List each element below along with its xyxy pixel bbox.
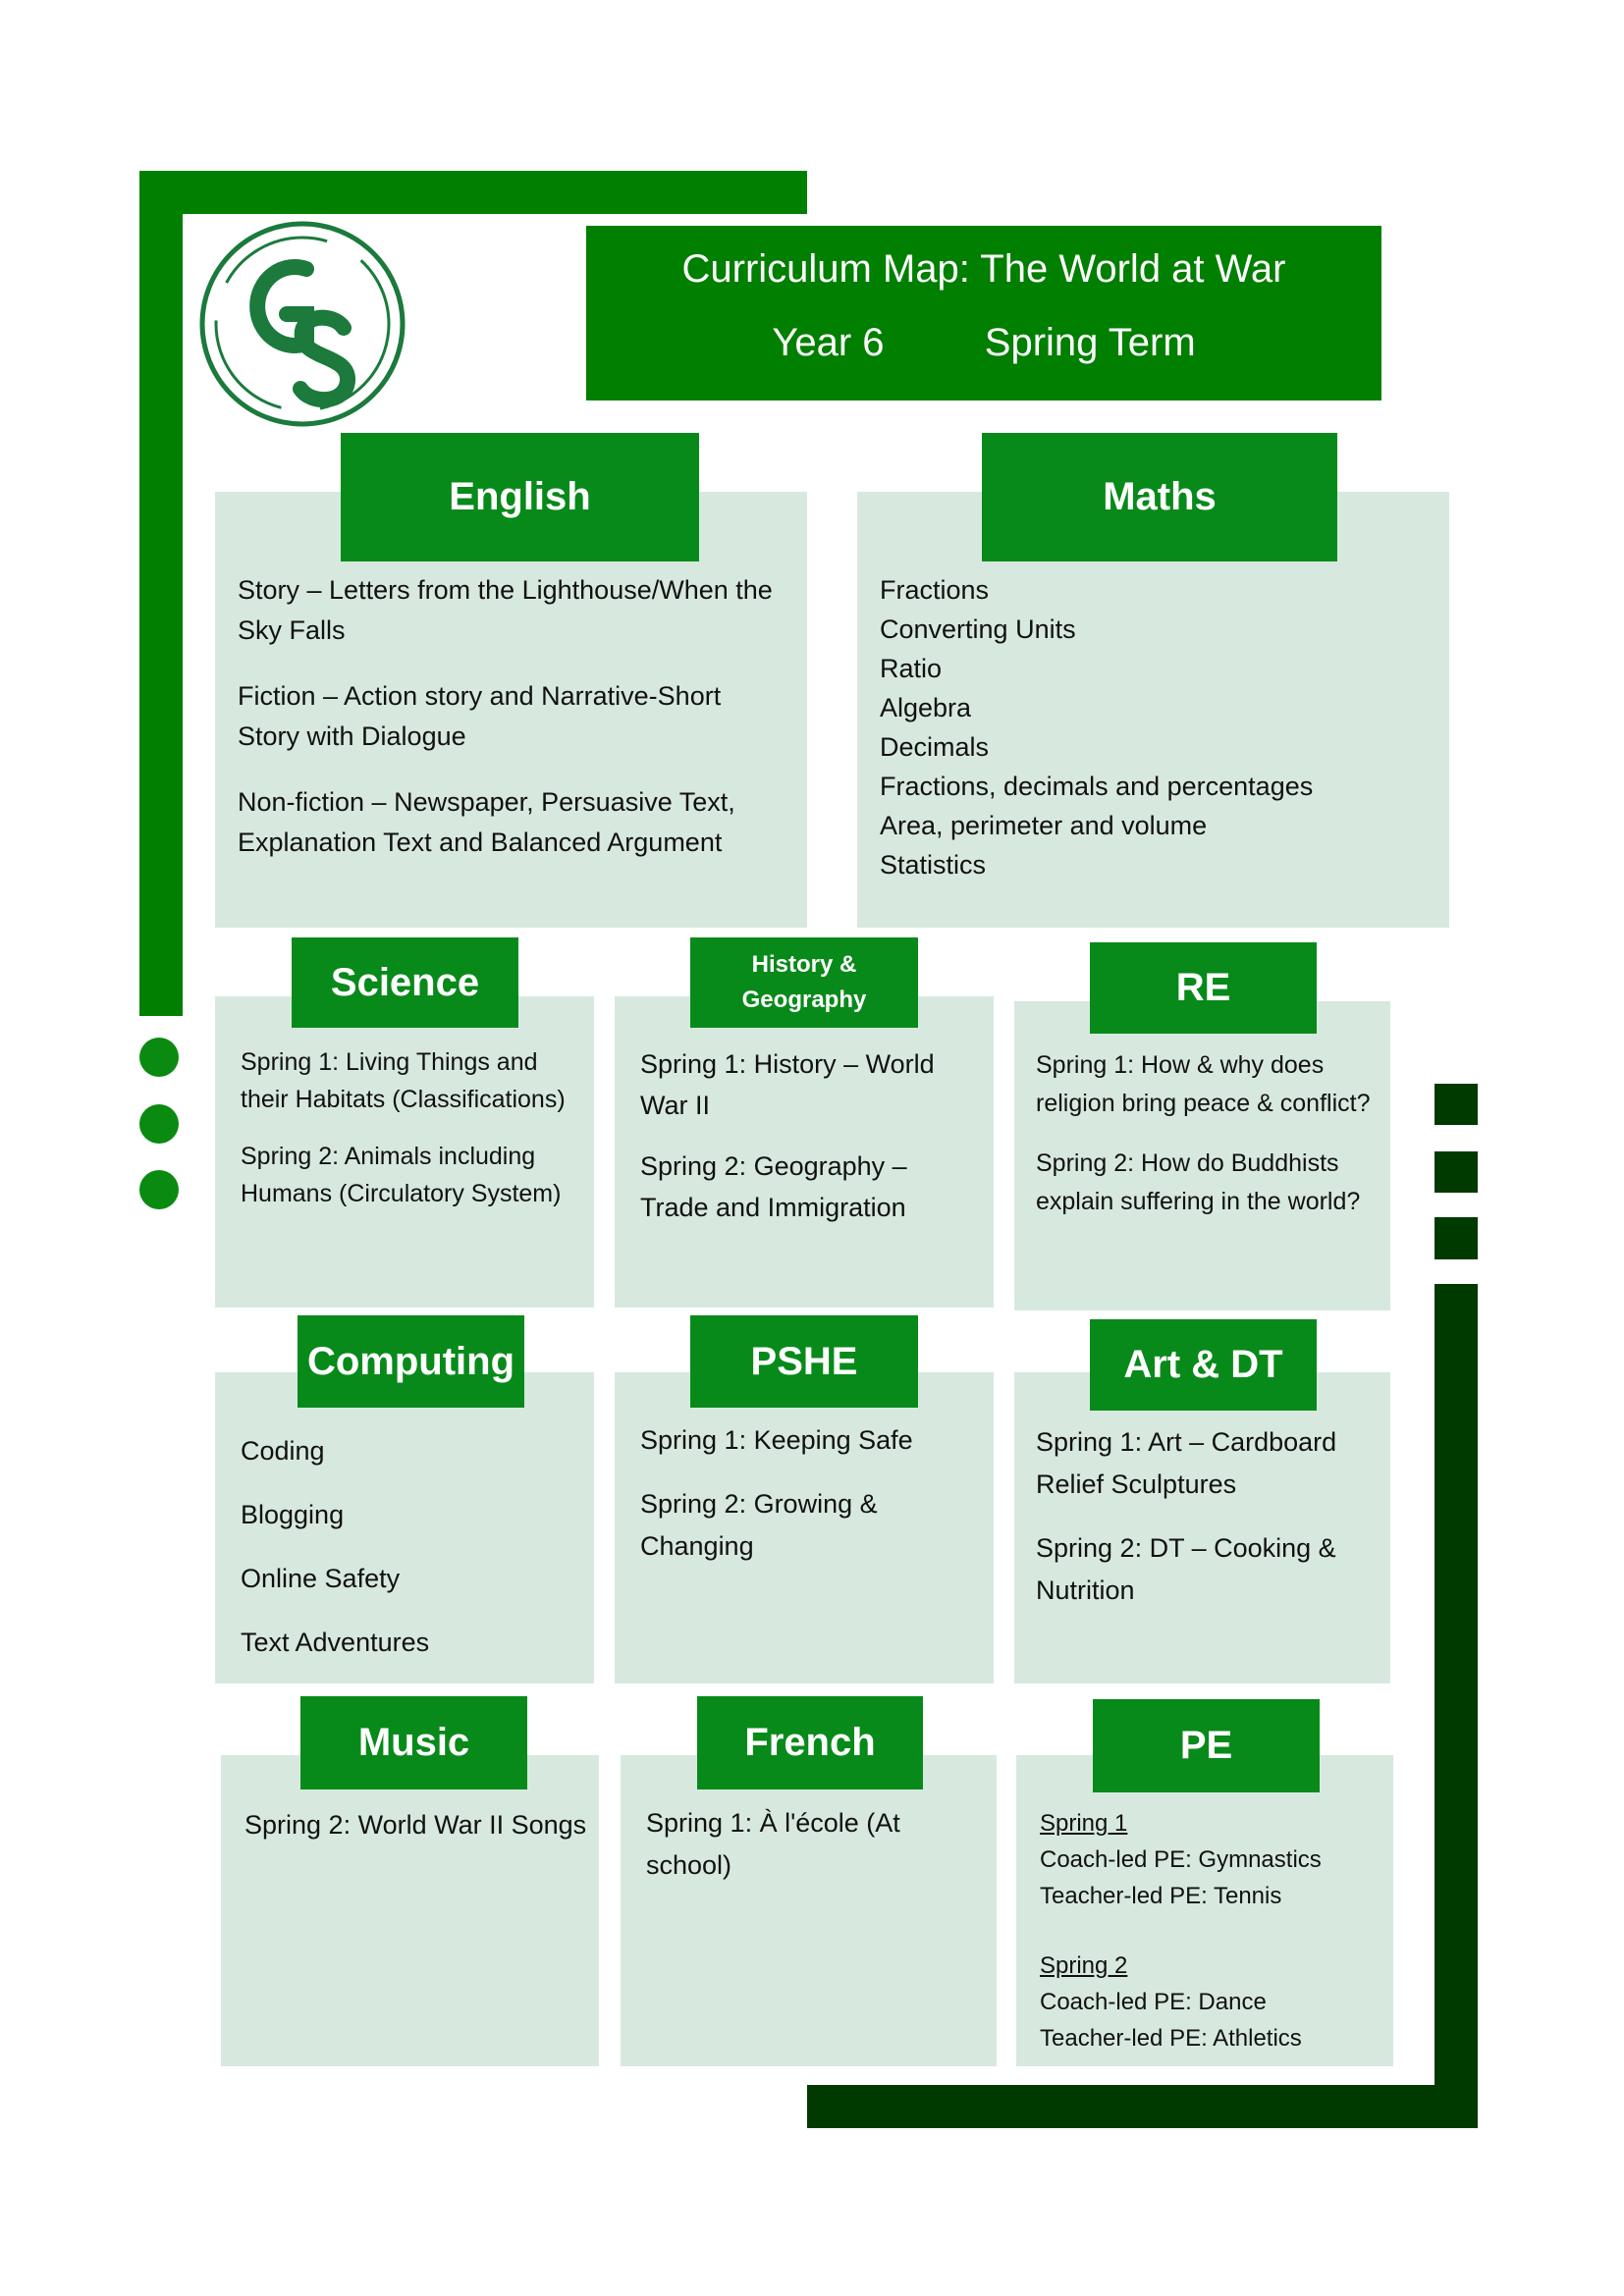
- frame-bottom-bar: [807, 2085, 1478, 2128]
- frame-left-bar: [139, 171, 183, 1016]
- music-item: Spring 2: World War II Songs: [244, 1810, 587, 1840]
- maths-item: Area, perimeter and volume: [880, 811, 1208, 840]
- french-panel: Spring 1: À l'école (At school): [621, 1755, 997, 2066]
- decor-dot: [139, 1170, 179, 1209]
- decor-dot: [139, 1038, 179, 1077]
- decor-dot: [139, 1104, 179, 1144]
- english-item: Story – Letters from the Lighthouse/When…: [238, 575, 773, 645]
- english-panel: Story – Letters from the Lighthouse/When…: [215, 492, 807, 928]
- computing-heading: Computing: [298, 1315, 524, 1408]
- pe-spring2-label: Spring 2: [1040, 1952, 1128, 1979]
- frame-top-bar: [139, 171, 807, 214]
- maths-heading: Maths: [982, 433, 1337, 561]
- pe-panel: Spring 1 Coach-led PE: Gymnastics Teache…: [1016, 1755, 1393, 2066]
- pshe-item: Spring 2: Growing & Changing: [640, 1489, 878, 1561]
- history-item: Spring 1: History – World War II: [640, 1049, 935, 1120]
- re-heading: RE: [1090, 942, 1317, 1034]
- maths-item: Decimals: [880, 732, 990, 762]
- pe-spring1-label: Spring 1: [1040, 1810, 1128, 1837]
- art-item: Spring 1: Art – Cardboard Relief Sculptu…: [1036, 1427, 1337, 1499]
- frame-right-bar: [1435, 1284, 1478, 2128]
- maths-item: Statistics: [880, 850, 987, 880]
- pshe-heading: PSHE: [690, 1315, 918, 1408]
- science-panel: Spring 1: Living Things and their Habita…: [215, 996, 594, 1308]
- maths-item: Converting Units: [880, 614, 1076, 644]
- maths-item: Algebra: [880, 693, 972, 722]
- decor-square: [1435, 1084, 1478, 1125]
- term-label: Spring Term: [984, 321, 1196, 364]
- art-dt-panel: Spring 1: Art – Cardboard Relief Sculptu…: [1014, 1372, 1390, 1683]
- pe-item: Coach-led PE: Gymnastics: [1040, 1846, 1322, 1873]
- maths-item: Fractions, decimals and percentages: [880, 772, 1314, 801]
- re-item: Spring 2: How do Buddhists explain suffe…: [1036, 1149, 1361, 1215]
- history-geography-panel: Spring 1: History – World War II Spring …: [615, 996, 994, 1308]
- science-heading: Science: [292, 937, 518, 1028]
- pe-item: Teacher-led PE: Tennis: [1040, 1883, 1282, 1909]
- computing-item: Coding: [241, 1436, 325, 1466]
- re-panel: Spring 1: How & why does religion bring …: [1014, 1001, 1390, 1310]
- pe-heading: PE: [1093, 1699, 1320, 1792]
- school-logo: [196, 218, 408, 430]
- art-dt-heading: Art & DT: [1090, 1319, 1317, 1411]
- geography-item: Spring 2: Geography – Trade and Immigrat…: [640, 1151, 907, 1222]
- page-title-banner: Curriculum Map: The World at War Year 6 …: [586, 226, 1381, 400]
- maths-panel: Fractions Converting Units Ratio Algebra…: [857, 492, 1449, 928]
- music-heading: Music: [300, 1696, 527, 1789]
- decor-square: [1435, 1217, 1478, 1259]
- computing-item: Online Safety: [241, 1564, 401, 1593]
- maths-item: Fractions: [880, 575, 990, 605]
- english-item: Fiction – Action story and Narrative-Sho…: [238, 681, 722, 751]
- pe-item: Coach-led PE: Dance: [1040, 1989, 1267, 2015]
- year-label: Year 6: [772, 321, 885, 364]
- science-item: Spring 1: Living Things and their Habita…: [241, 1048, 566, 1113]
- computing-item: Blogging: [241, 1500, 345, 1529]
- music-panel: Spring 2: World War II Songs: [221, 1755, 599, 2066]
- science-item: Spring 2: Animals including Humans (Circ…: [241, 1143, 562, 1207]
- pe-item: Teacher-led PE: Athletics: [1040, 2025, 1302, 2052]
- decor-square: [1435, 1151, 1478, 1193]
- pshe-panel: Spring 1: Keeping Safe Spring 2: Growing…: [615, 1372, 994, 1683]
- re-item: Spring 1: How & why does religion bring …: [1036, 1051, 1371, 1117]
- maths-item: Ratio: [880, 654, 943, 683]
- french-item: Spring 1: À l'école (At school): [646, 1808, 900, 1880]
- history-geography-heading: History & Geography: [690, 937, 918, 1028]
- pshe-item: Spring 1: Keeping Safe: [640, 1425, 913, 1455]
- english-heading: English: [341, 433, 699, 561]
- dt-item: Spring 2: DT – Cooking & Nutrition: [1036, 1533, 1336, 1605]
- computing-panel: Coding Blogging Online Safety Text Adven…: [215, 1372, 594, 1683]
- page-title: Curriculum Map: The World at War: [681, 247, 1286, 291]
- computing-item: Text Adventures: [241, 1628, 430, 1657]
- english-item: Non-fiction – Newspaper, Persuasive Text…: [238, 787, 735, 857]
- french-heading: French: [697, 1696, 923, 1789]
